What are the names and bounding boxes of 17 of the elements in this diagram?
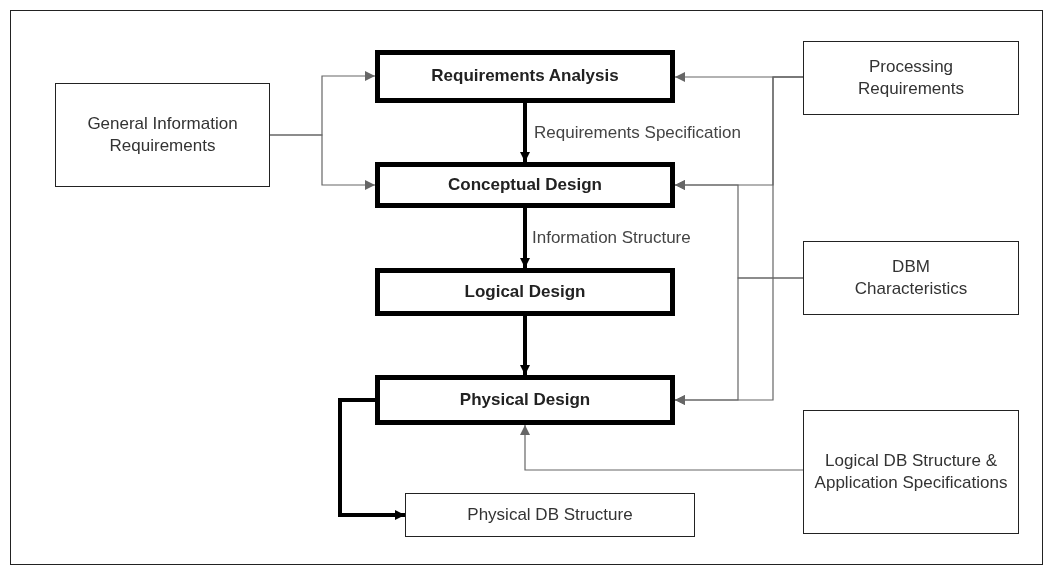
output-box: Physical DB Structure bbox=[405, 493, 695, 537]
process-box: Conceptual Design bbox=[375, 162, 675, 208]
edge-label: Requirements Specification bbox=[533, 123, 742, 144]
arrow bbox=[520, 424, 804, 471]
process-box: Requirements Analysis bbox=[375, 50, 675, 103]
arrow bbox=[520, 208, 530, 268]
input-box: Processing Requirements bbox=[803, 41, 1019, 115]
arrow bbox=[269, 134, 376, 190]
arrow bbox=[674, 277, 804, 405]
arrow bbox=[338, 398, 405, 520]
input-box: Logical DB Structure & Application Specifications bbox=[803, 410, 1019, 534]
process-box: Logical Design bbox=[375, 268, 675, 316]
process-box: Physical Design bbox=[375, 375, 675, 425]
input-box: DBM Characteristics bbox=[803, 241, 1019, 315]
arrow bbox=[520, 316, 530, 375]
input-box: General Information Requirements bbox=[55, 83, 270, 187]
arrow bbox=[520, 103, 530, 162]
